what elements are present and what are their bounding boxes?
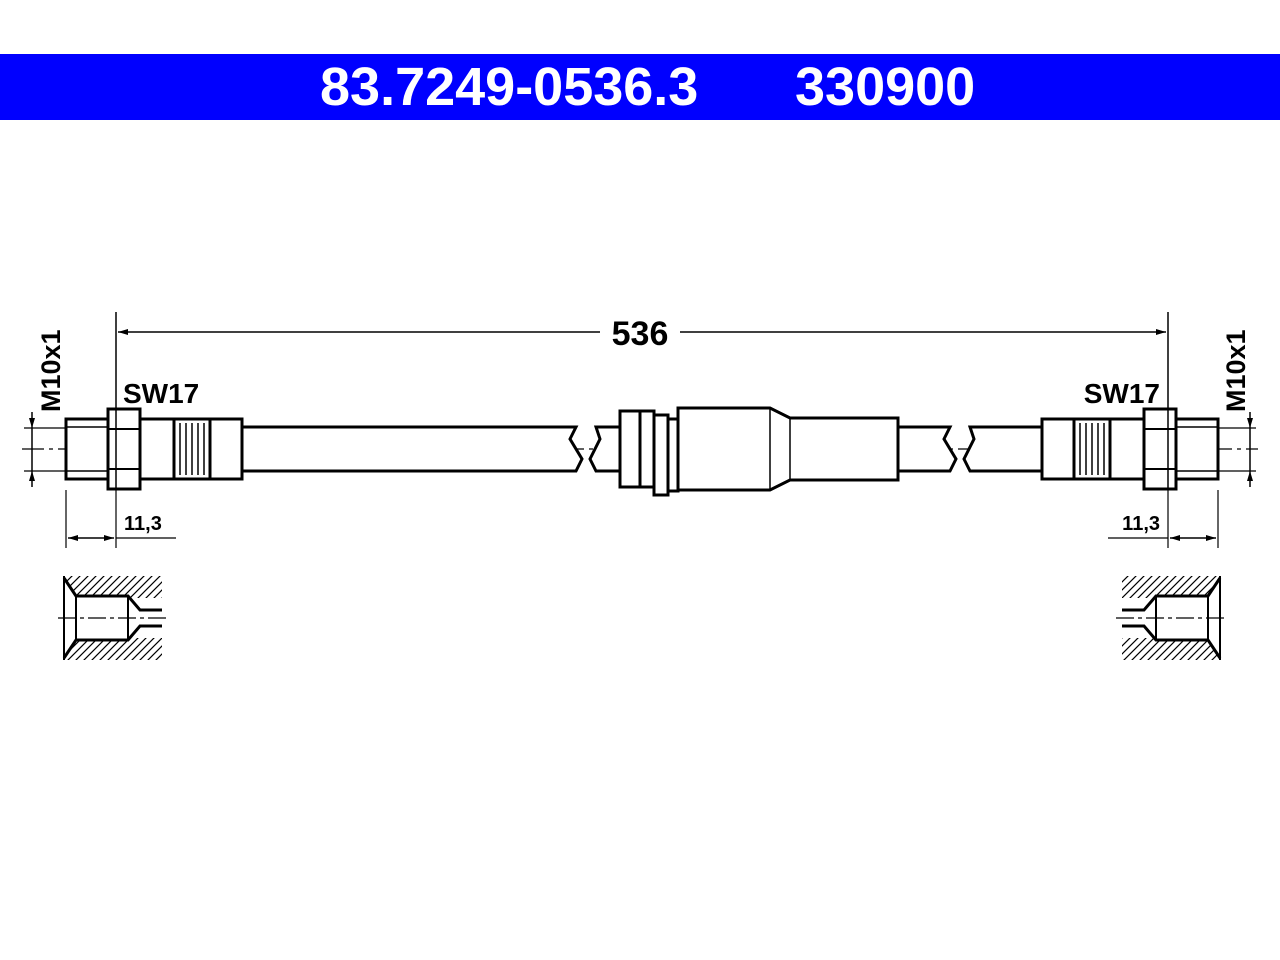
middle-hose-section bbox=[588, 406, 958, 497]
left-thread-dimension: M10x1 bbox=[24, 329, 66, 487]
left-hose-section bbox=[240, 425, 584, 473]
left-thread-label: M10x1 bbox=[36, 329, 66, 412]
right-thread-dimension: M10x1 bbox=[1214, 329, 1256, 487]
right-hose-section bbox=[962, 425, 1044, 473]
overall-length-label: 536 bbox=[612, 315, 669, 353]
left-length-label: 11,3 bbox=[124, 513, 162, 535]
right-thread-label: M10x1 bbox=[1221, 329, 1251, 412]
left-length-dimension: 11,3 bbox=[65, 490, 176, 548]
right-port-section-view bbox=[1116, 576, 1226, 660]
left-fitting bbox=[64, 407, 244, 491]
overall-length-dimension: 536 bbox=[115, 312, 1169, 412]
left-port-section-view bbox=[58, 576, 168, 660]
right-length-dimension: 11,3 bbox=[1108, 490, 1219, 548]
header-banner bbox=[0, 54, 1280, 120]
left-wrench-size-label: SW17 bbox=[123, 378, 199, 409]
reference-number: 330900 bbox=[795, 57, 976, 117]
right-fitting bbox=[1040, 407, 1220, 491]
part-number: 83.7249-0536.3 bbox=[320, 57, 699, 117]
right-length-label: 11,3 bbox=[1122, 513, 1160, 535]
right-wrench-size-label: SW17 bbox=[1084, 378, 1160, 409]
